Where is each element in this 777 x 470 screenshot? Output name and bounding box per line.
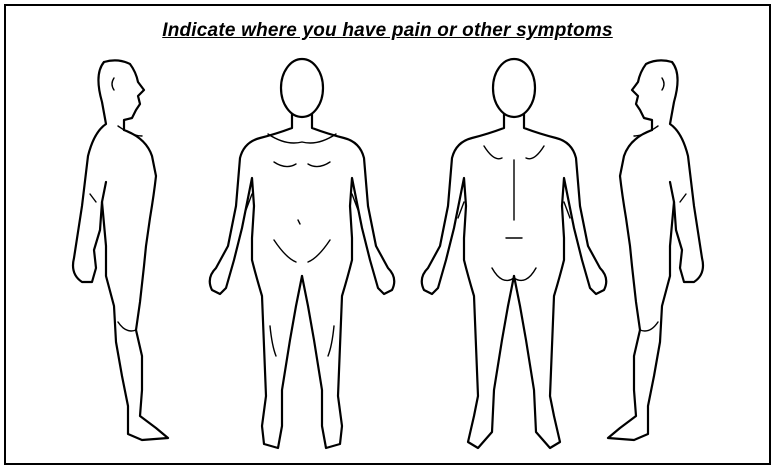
back-body-figure[interactable] <box>422 59 607 448</box>
body-diagram <box>6 6 773 467</box>
front-body-figure[interactable] <box>210 59 395 448</box>
left-side-body-figure[interactable] <box>73 60 168 440</box>
right-side-body-figure[interactable] <box>608 60 703 440</box>
body-diagram-panel: Indicate where you have pain or other sy… <box>4 4 771 465</box>
